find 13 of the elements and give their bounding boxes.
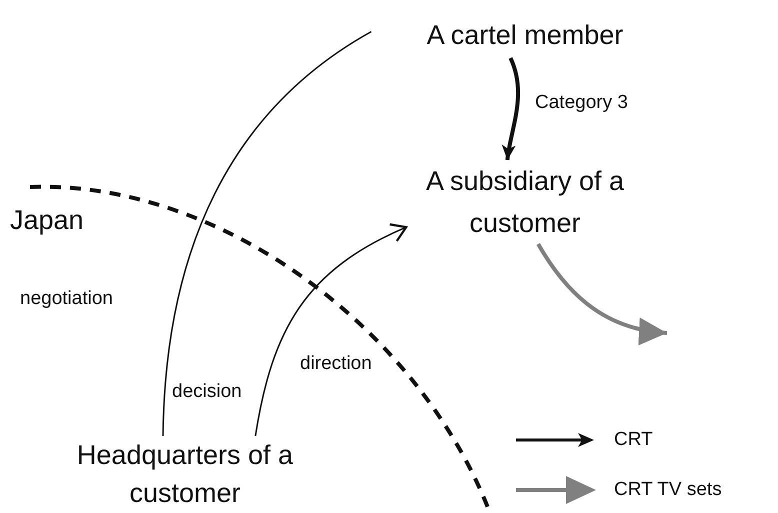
arrow [254,224,408,436]
legend-text: CRT TV sets [614,479,722,501]
node-text: A subsidiary of a customer [415,160,635,244]
node-text: A cartel member [380,14,670,56]
text-label: decision [172,381,242,403]
text-label: Japan [10,205,84,236]
arrow [536,242,668,344]
node-text: Headquarters of a customer [75,436,295,512]
connector-line [162,30,372,436]
edge-label: negotiation [20,288,113,310]
arrow [502,57,520,160]
edge-label: Category 3 [535,92,628,114]
legend-text: CRT [614,429,653,451]
